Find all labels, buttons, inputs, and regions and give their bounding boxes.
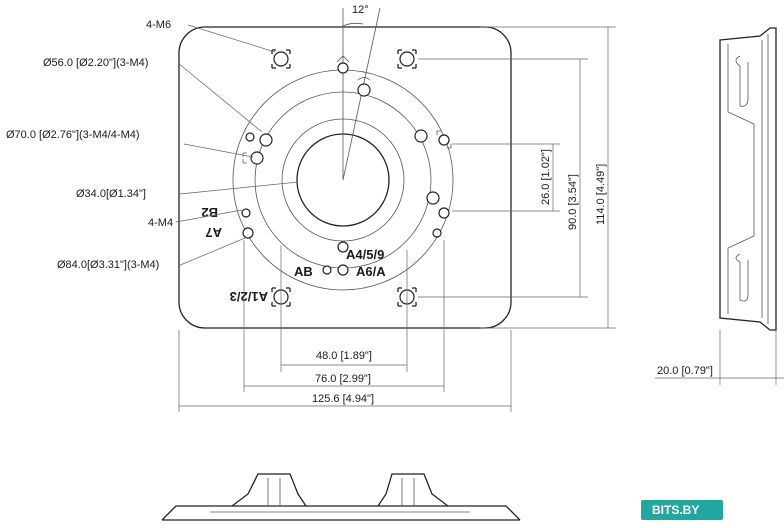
callout-d34: Ø34.0[Ø1.34"] <box>76 188 146 200</box>
hole-bottom <box>337 241 349 253</box>
angle-arc <box>342 22 364 27</box>
dim-90: 90.0 [3.54"] <box>567 174 579 230</box>
hole-right-upper <box>414 129 428 143</box>
plate-marks: B2 A7 A4/5/9 AB A6/A A1/2/3 <box>201 205 386 304</box>
mark-a123: A1/2/3 <box>230 289 268 304</box>
hole-left-upper <box>259 133 273 147</box>
dim-125: 125.6 [4.94"] <box>312 393 374 405</box>
callouts: 4-M6 Ø56.0 [Ø2.20"](3-M4) Ø70.0 [Ø2.76"]… <box>6 19 299 271</box>
mark-a6a: A6/A <box>356 264 386 279</box>
dimensions: 26.0 [1.02"] 90.0 [3.54"] 114.0 [4.49"] … <box>178 26 784 412</box>
callout-d56: Ø56.0 [Ø2.20"](3-M4) <box>43 57 148 69</box>
callout-4-m4: 4-M4 <box>148 217 173 229</box>
plate-side-view <box>719 27 777 331</box>
mark-b2: B2 <box>201 205 218 220</box>
corner-hole-tr <box>397 49 417 69</box>
callout-d70: Ø70.0 [Ø2.76"](3-M4/4-M4) <box>6 129 140 141</box>
mark-ab: AB <box>294 264 313 279</box>
plate-outline <box>178 26 512 329</box>
dim-48: 48.0 [1.89"] <box>316 350 372 362</box>
angle-label: 12° <box>352 4 369 16</box>
dim-114: 114.0 [4.49"] <box>595 164 607 225</box>
dim-20: 20.0 [0.79"] <box>657 365 713 377</box>
callout-d84: Ø84.0[Ø3.31"](3-M4) <box>57 259 159 271</box>
hole-left-mid <box>250 151 264 165</box>
plate-front-view <box>178 7 512 329</box>
dim-76: 76.0 [2.99"] <box>315 373 371 385</box>
callout-4-m6: 4-M6 <box>146 19 171 31</box>
watermark: BITS.BY <box>641 500 723 520</box>
plate-bottom-view <box>161 473 521 521</box>
watermark-text: BITS.BY <box>652 503 699 517</box>
hole-upper-right <box>357 83 371 97</box>
hole-left-lower <box>241 208 251 218</box>
mark-a7: A7 <box>205 225 222 240</box>
hole-top <box>337 62 349 74</box>
mark-a459: A4/5/9 <box>346 247 384 262</box>
hole-right-mid <box>426 191 440 205</box>
inner-holes <box>241 55 452 276</box>
dim-26: 26.0 [1.02"] <box>540 149 552 205</box>
corner-hole-tl <box>271 49 291 69</box>
